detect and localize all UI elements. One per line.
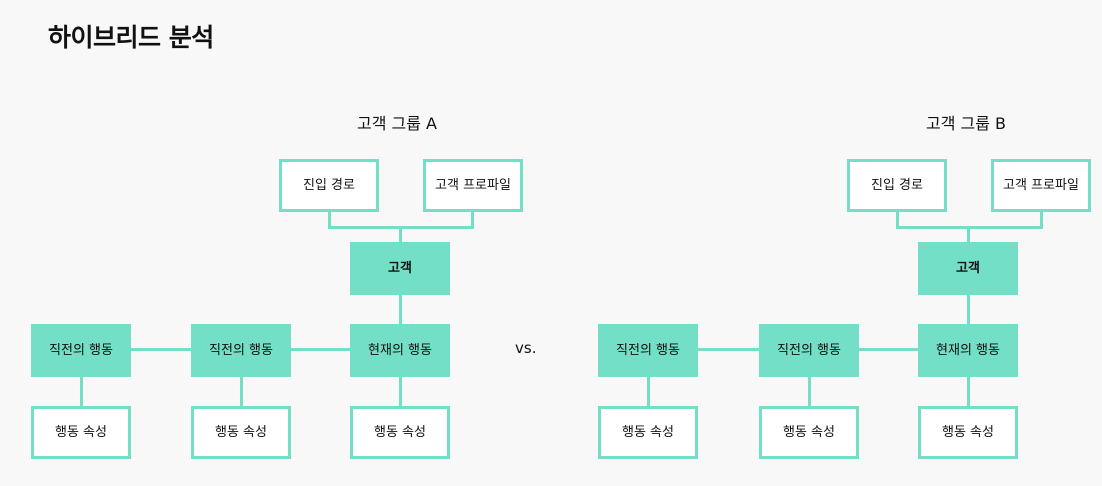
connector-line [240, 376, 243, 406]
connector-line [967, 226, 970, 242]
customer-node: 고객 [918, 242, 1018, 295]
entry-path-node: 진입 경로 [279, 159, 379, 212]
versus-label: vs. [515, 339, 537, 357]
previous-action-node: 직전의 행동 [759, 324, 859, 377]
connector-line [1040, 212, 1043, 227]
entry-path-node: 진입 경로 [847, 159, 947, 212]
connector-line [697, 348, 760, 351]
previous-action-node: 직전의 행동 [31, 324, 131, 377]
action-attribute-node: 행동 속성 [918, 406, 1018, 459]
action-attribute-node: 행동 속성 [350, 406, 450, 459]
current-action-node: 현재의 행동 [350, 324, 450, 377]
connector-line [399, 226, 402, 242]
connector-line [967, 376, 970, 406]
action-attribute-node: 행동 속성 [759, 406, 859, 459]
previous-action-node: 직전의 행동 [598, 324, 698, 377]
connector-line [328, 212, 331, 227]
connector-line [896, 212, 899, 227]
customer-node: 고객 [350, 242, 450, 295]
action-attribute-node: 행동 속성 [31, 406, 131, 459]
group-a-title: 고객 그룹 A [357, 114, 437, 133]
connector-line [399, 294, 402, 324]
connector-line [858, 348, 920, 351]
page-title: 하이브리드 분석 [48, 23, 214, 52]
connector-line [647, 376, 650, 406]
connector-line [399, 376, 402, 406]
previous-action-node: 직전의 행동 [191, 324, 291, 377]
connector-line [130, 348, 192, 351]
customer-profile-node: 고객 프로파일 [423, 159, 523, 212]
customer-profile-node: 고객 프로파일 [991, 159, 1091, 212]
action-attribute-node: 행동 속성 [191, 406, 291, 459]
connector-line [290, 348, 352, 351]
group-b-title: 고객 그룹 B [926, 114, 1007, 133]
action-attribute-node: 행동 속성 [598, 406, 698, 459]
connector-line [80, 376, 83, 406]
connector-line [808, 376, 811, 406]
current-action-node: 현재의 행동 [918, 324, 1018, 377]
connector-line [471, 212, 474, 227]
connector-line [967, 294, 970, 324]
